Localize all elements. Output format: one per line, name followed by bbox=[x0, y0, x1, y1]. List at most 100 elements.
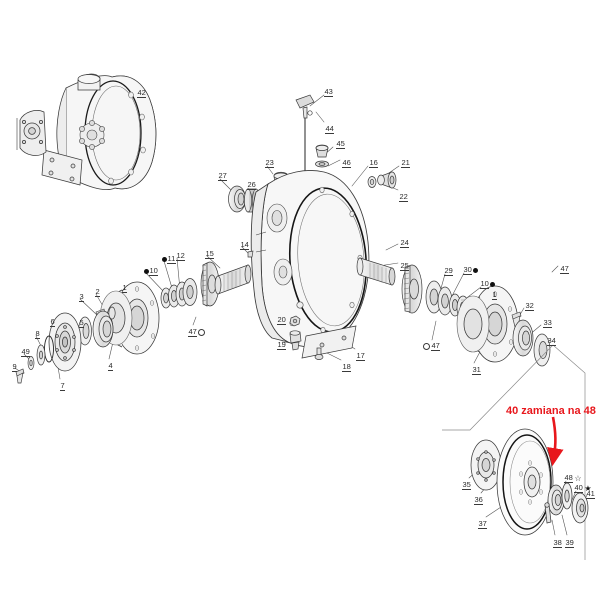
bearing-4 bbox=[92, 310, 114, 348]
callout-34: 34 bbox=[547, 336, 557, 346]
callout-number: 49 bbox=[21, 347, 31, 357]
callout-number: 8 bbox=[35, 329, 41, 339]
bolt-18 bbox=[314, 347, 324, 360]
callout-3: 3 bbox=[79, 292, 85, 302]
open-star-icon: ☆ bbox=[574, 473, 582, 483]
callout-number: 46 bbox=[342, 158, 352, 168]
callout-1: 1 bbox=[122, 283, 128, 293]
callout-number: 24 bbox=[400, 238, 410, 248]
plug-45-46 bbox=[315, 144, 329, 168]
callout-number: 10 bbox=[149, 266, 159, 276]
seal-27 bbox=[228, 185, 246, 213]
callout-12: 12 bbox=[176, 251, 186, 261]
callout-1: 1 bbox=[492, 290, 498, 300]
callout-24: 24 bbox=[400, 238, 410, 248]
callout-number: 36 bbox=[474, 495, 484, 505]
callout-number: 9 bbox=[12, 362, 18, 372]
callout-number: 34 bbox=[547, 336, 557, 346]
leader-line bbox=[315, 111, 325, 123]
callout-4: 4 bbox=[108, 361, 114, 371]
callout-number: 16 bbox=[369, 158, 379, 168]
callout-number: 1 bbox=[122, 283, 128, 293]
callout-number: 15 bbox=[205, 249, 215, 259]
callout-number: 2 bbox=[95, 287, 101, 297]
filled-dot-icon bbox=[473, 267, 479, 273]
callout-number: 4 bbox=[108, 361, 114, 371]
open-circle-icon bbox=[423, 342, 430, 350]
callout-number: 39 bbox=[565, 538, 575, 548]
callout-5: 5 bbox=[79, 318, 85, 328]
callout-41: 41 bbox=[586, 489, 596, 499]
callout-11: 11 bbox=[161, 254, 176, 264]
callout-45: 45 bbox=[336, 139, 346, 149]
callout-20: 20 bbox=[277, 315, 287, 325]
leader-line bbox=[145, 272, 165, 293]
callout-number: 1 bbox=[492, 290, 498, 300]
annotation-text: 40 zamiana na 48 bbox=[506, 405, 596, 417]
callout-number: 35 bbox=[462, 480, 472, 490]
leader-line bbox=[561, 514, 568, 536]
leader-line bbox=[385, 243, 399, 251]
callout-number: 19 bbox=[277, 340, 287, 350]
washer-49 bbox=[27, 356, 35, 370]
callout-31: 31 bbox=[472, 365, 482, 375]
callout-49: 49 bbox=[21, 347, 31, 357]
seal-34 bbox=[533, 333, 551, 367]
callout-number: 12 bbox=[176, 251, 186, 261]
callout-number: 43 bbox=[324, 87, 334, 97]
bell-housing-assembled bbox=[16, 73, 157, 191]
callout-number: 14 bbox=[240, 240, 250, 250]
sleeve-26 bbox=[244, 188, 260, 213]
callout-36: 36 bbox=[474, 495, 484, 505]
callout-7: 7 bbox=[60, 381, 66, 391]
leader-line bbox=[351, 165, 369, 187]
leader-line bbox=[451, 272, 465, 297]
leader-line bbox=[431, 320, 437, 341]
callout-29: 29 bbox=[444, 266, 454, 276]
callout-47: 47 bbox=[560, 264, 570, 274]
bevel-gear-24 bbox=[401, 264, 423, 314]
leader-line bbox=[192, 316, 197, 326]
callout-39: 39 bbox=[565, 538, 575, 548]
callout-6: 6 bbox=[50, 317, 56, 327]
filled-dot-icon bbox=[490, 281, 496, 287]
callout-10: 10 bbox=[480, 279, 496, 289]
main-bell-housing bbox=[250, 170, 370, 348]
leader-line bbox=[327, 159, 341, 167]
bracket-17 bbox=[301, 325, 357, 359]
callout-37: 37 bbox=[478, 519, 488, 529]
bearing-33 bbox=[512, 319, 534, 357]
callout-number: 7 bbox=[60, 381, 66, 391]
leader-line bbox=[163, 260, 173, 289]
callout-10: 10 bbox=[143, 266, 159, 276]
callout-14: 14 bbox=[240, 240, 250, 250]
callout-35: 35 bbox=[462, 480, 472, 490]
callout-46: 46 bbox=[342, 158, 352, 168]
callout-number: 3 bbox=[79, 292, 85, 302]
callout-number: 41 bbox=[586, 489, 596, 499]
output-shaft-25 bbox=[356, 257, 396, 286]
nut-20 bbox=[289, 315, 301, 327]
callout-number: 22 bbox=[399, 192, 409, 202]
callout-number: 30 bbox=[463, 265, 473, 275]
callout-number: 21 bbox=[401, 158, 411, 168]
callout-number: 40 bbox=[574, 483, 584, 493]
callout-number: 26 bbox=[247, 180, 257, 190]
fitting-19 bbox=[289, 330, 302, 351]
flange-31 bbox=[456, 285, 519, 363]
bolt-9 bbox=[15, 368, 25, 384]
annotation-arrow bbox=[547, 416, 564, 467]
callout-number: 23 bbox=[265, 158, 275, 168]
callout-8: 8 bbox=[35, 329, 41, 339]
callout-26: 26 bbox=[247, 180, 257, 190]
callout-number: 37 bbox=[478, 519, 488, 529]
callout-44: 44 bbox=[325, 124, 335, 134]
callout-47: 47 bbox=[423, 341, 441, 351]
washer-8 bbox=[36, 344, 46, 366]
callout-30: 30 bbox=[463, 265, 479, 275]
callout-number: 5 bbox=[79, 318, 85, 328]
callout-number: 10 bbox=[480, 279, 490, 289]
callout-38: 38 bbox=[553, 538, 563, 548]
callout-number: 45 bbox=[336, 139, 346, 149]
open-circle-icon bbox=[198, 328, 206, 336]
